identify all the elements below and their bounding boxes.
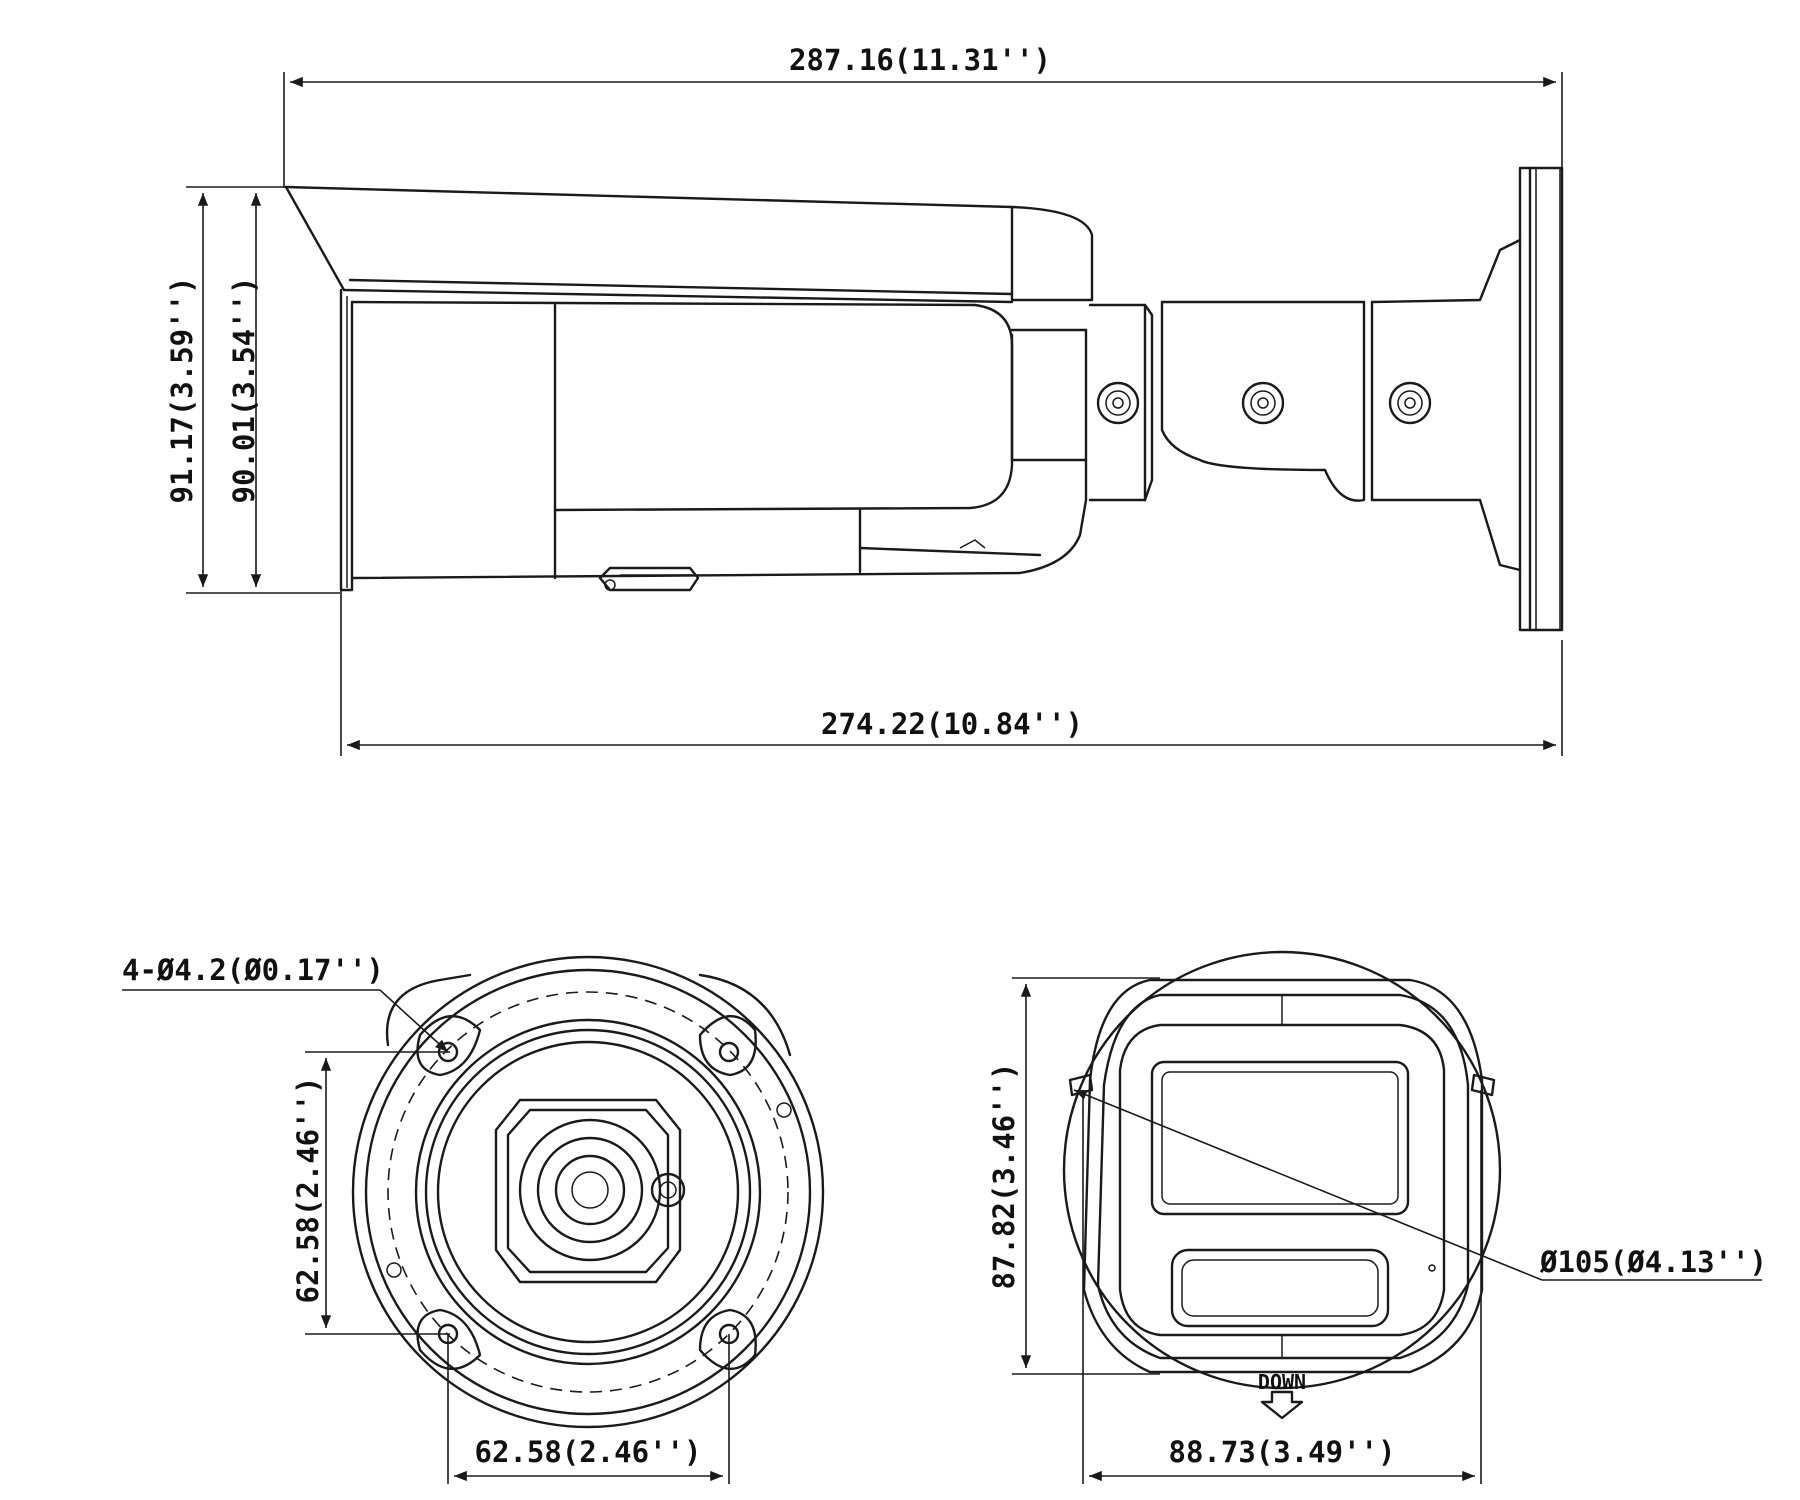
front-width-label: 88.73(3.49'') xyxy=(1169,1435,1396,1469)
down-marker: DOWN xyxy=(1258,1370,1306,1420)
hole-spacing-horizontal-label: 62.58(2.46'') xyxy=(475,1435,702,1469)
front-view: 87.82(3.46'') 88.73(3.49'') Ø105(Ø4.13''… xyxy=(987,950,1767,1484)
camera-body-side xyxy=(284,166,1564,632)
mount-plate xyxy=(351,955,825,1429)
down-label: DOWN xyxy=(1258,1370,1306,1394)
screw-icon xyxy=(1388,381,1432,425)
height-inner-label: 90.01(3.54'') xyxy=(227,277,261,504)
side-view: 287.16(11.31'') 274.22(10.84'') 91.17(3.… xyxy=(165,43,1564,756)
mount-hole xyxy=(718,1041,740,1063)
camera-body-front xyxy=(1062,950,1502,1390)
mount-hole xyxy=(437,1323,459,1345)
screw-icon xyxy=(1241,381,1285,425)
overall-length-label: 287.16(11.31'') xyxy=(789,43,1051,77)
cable-port xyxy=(494,1098,686,1284)
height-outer-label: 91.17(3.59'') xyxy=(165,277,199,504)
mount-hole xyxy=(718,1323,740,1345)
screw-icon xyxy=(1096,381,1140,425)
down-arrow-icon xyxy=(1260,1390,1304,1420)
front-height-label: 87.82(3.46'') xyxy=(987,1063,1021,1290)
height-dimensions: 91.17(3.59'') 90.01(3.54'') xyxy=(165,186,340,594)
body-length-label: 274.22(10.84'') xyxy=(821,707,1083,741)
mount-hole xyxy=(437,1041,459,1063)
mount-view: 4-Ø4.2(Ø0.17'') 62.58(2.46'') 62.58(2.46… xyxy=(122,953,825,1484)
body-length-dimension: 274.22(10.84'') xyxy=(340,590,1563,756)
front-diameter-label: Ø105(Ø4.13'') xyxy=(1539,1245,1767,1279)
mount-holes-label: 4-Ø4.2(Ø0.17'') xyxy=(122,953,384,987)
overall-length-dimension: 287.16(11.31'') xyxy=(283,43,1563,188)
hole-spacing-vertical-label: 62.58(2.46'') xyxy=(291,1077,325,1304)
